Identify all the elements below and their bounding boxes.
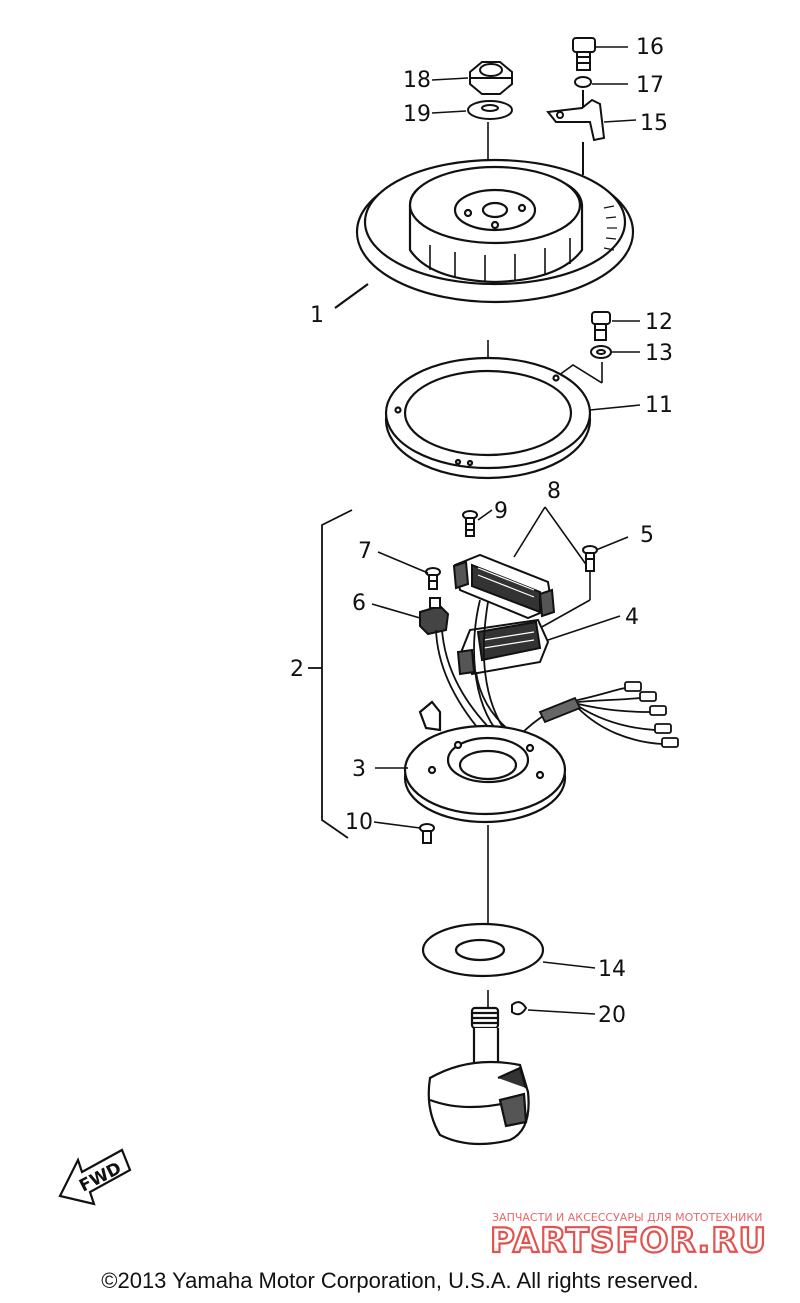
assembly-bracket-2 [308, 509, 353, 839]
wire-terminals [538, 681, 679, 748]
bolt-16-part [572, 37, 596, 71]
bolt-12-part [591, 311, 611, 341]
screw-10-part [419, 823, 435, 844]
callout-15: 15 [640, 111, 668, 136]
callout-16: 16 [636, 35, 664, 60]
callout-numbers: 16 17 18 19 15 1 12 13 11 8 9 7 5 6 4 2 … [290, 35, 673, 1028]
ring-plate-part [384, 356, 592, 480]
leader-8 [513, 506, 591, 629]
callout-2: 2 [290, 657, 304, 682]
callout-11: 11 [645, 393, 673, 418]
callout-7: 7 [358, 539, 372, 564]
copyright-notice: ©2013 Yamaha Motor Corporation, U.S.A. A… [101, 1268, 699, 1293]
callout-12: 12 [645, 310, 673, 335]
watermark: ЗАПЧАСТИ И АКСЕССУАРЫ ДЛЯ МОТОТЕХНИКИ PA… [489, 1211, 767, 1262]
bracket-15-part [546, 90, 606, 175]
base-plate-3-part [403, 700, 567, 824]
callout-10: 10 [345, 810, 373, 835]
flywheel-part [334, 158, 635, 309]
watermark-brand: PARTSFOR.RU [490, 1221, 767, 1261]
watermark-tagline: ЗАПЧАСТИ И АКСЕССУАРЫ ДЛЯ МОТОТЕХНИКИ [492, 1211, 762, 1224]
coil-4-part [456, 618, 550, 676]
screw-5-part [582, 545, 598, 572]
washer-13-part [590, 345, 612, 359]
fwd-arrow-icon: FWD [58, 1148, 132, 1206]
callout-6: 6 [352, 591, 366, 616]
washer-plate-14-part [421, 922, 545, 978]
nut-part [469, 61, 513, 95]
crankshaft-part [427, 1006, 530, 1146]
leader-lines [371, 46, 641, 1015]
charge-coil-8-part [452, 553, 556, 620]
callout-1: 1 [310, 303, 324, 328]
callout-14: 14 [598, 957, 626, 982]
callout-8: 8 [547, 479, 561, 504]
callout-18: 18 [403, 68, 431, 93]
washer-part [467, 100, 513, 120]
callout-20: 20 [598, 1003, 626, 1028]
screw-9-part [462, 510, 478, 537]
pulser-6-part [419, 597, 450, 636]
callout-9: 9 [494, 499, 508, 524]
callout-4: 4 [625, 605, 639, 630]
screw-7-part [425, 567, 441, 590]
callout-3: 3 [352, 757, 366, 782]
callout-5: 5 [640, 523, 654, 548]
callout-19: 19 [403, 102, 431, 127]
lock-washer-17-part [574, 76, 592, 88]
callout-17: 17 [636, 73, 664, 98]
key-20-part [511, 1001, 528, 1016]
callout-13: 13 [645, 341, 673, 366]
